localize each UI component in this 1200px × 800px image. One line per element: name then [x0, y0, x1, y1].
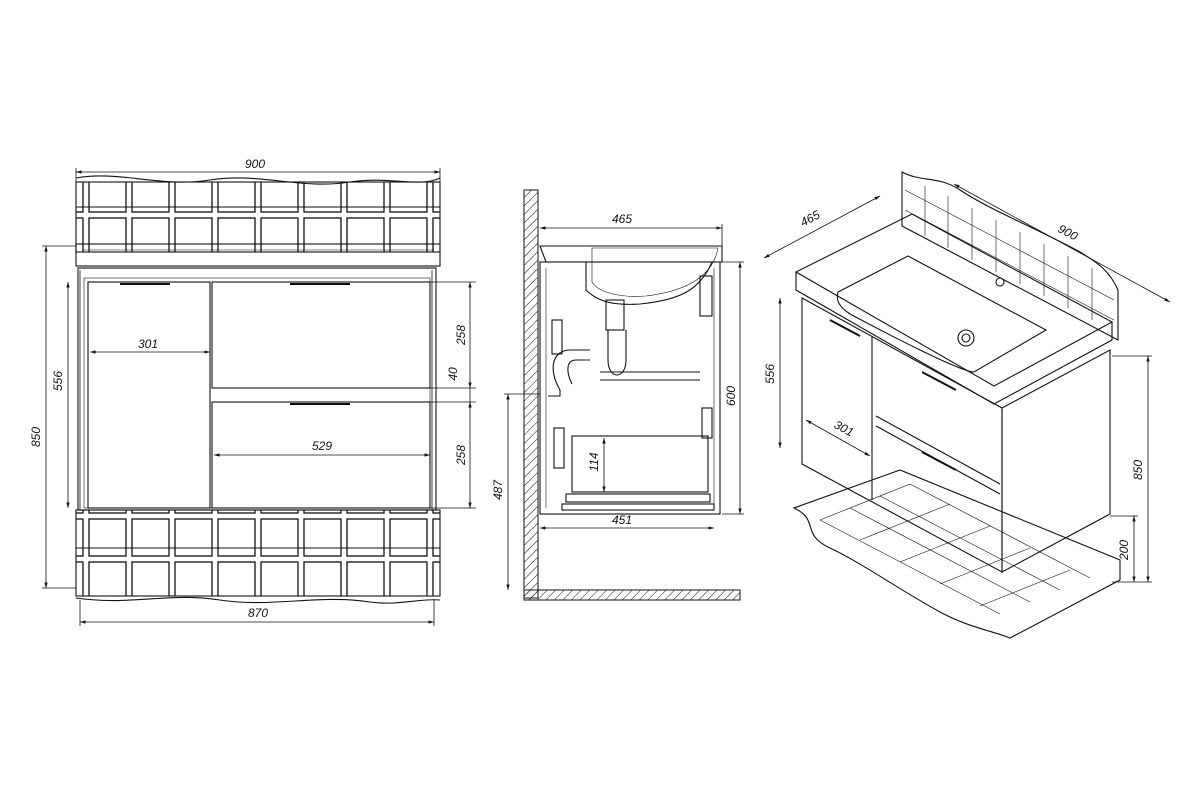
front-wall-tiles-top: [75, 175, 441, 253]
side-depth-inner-label: 451: [612, 513, 632, 527]
front-countertop: [75, 243, 441, 267]
front-drawer-gap-label: 40: [446, 367, 460, 381]
front-drawer-top-height-label: 258: [454, 325, 468, 346]
front-drawer-top: [211, 281, 431, 389]
side-height-label: 600: [724, 386, 738, 406]
side-depth-top-label: 465: [612, 212, 632, 226]
iso-height-cabinet-label: 556: [763, 364, 777, 384]
iso-floor-tiles: [792, 469, 1121, 639]
iso-tap-hole-icon: [995, 277, 1005, 287]
front-height-cabinet-label: 556: [51, 371, 65, 391]
front-width-top-label: 900: [245, 157, 265, 171]
front-door: [87, 281, 211, 509]
side-mount-height-label: 487: [491, 479, 505, 500]
side-siphon: [548, 299, 700, 397]
side-floor: [523, 589, 741, 601]
front-view: 900 850 556 301 529 258 40 258 870: [29, 157, 476, 626]
side-view: 465 600 451 114 487: [491, 189, 744, 601]
side-basin: [539, 245, 723, 305]
side-drawer: [571, 435, 709, 493]
iso-floor-clearance-label: 200: [1117, 540, 1131, 561]
front-cabinet: [77, 267, 437, 511]
iso-view: 465 900 556 301 850 200: [763, 171, 1171, 639]
front-wall-tiles-bottom: [75, 509, 441, 604]
front-height-total-label: 850: [29, 427, 43, 447]
front-drawer-width-label: 529: [312, 439, 332, 453]
iso-countertop: [794, 213, 1114, 387]
side-drawer-height-label: 114: [587, 452, 601, 471]
front-door-width-label: 301: [138, 337, 158, 351]
iso-depth-label: 465: [798, 207, 823, 229]
iso-height-total-label: 850: [1131, 460, 1145, 480]
front-width-bottom-label: 870: [248, 606, 268, 620]
front-drawer-bottom-height-label: 258: [454, 445, 468, 466]
iso-width-label: 900: [1056, 222, 1081, 244]
iso-drain-icon: [957, 329, 975, 347]
